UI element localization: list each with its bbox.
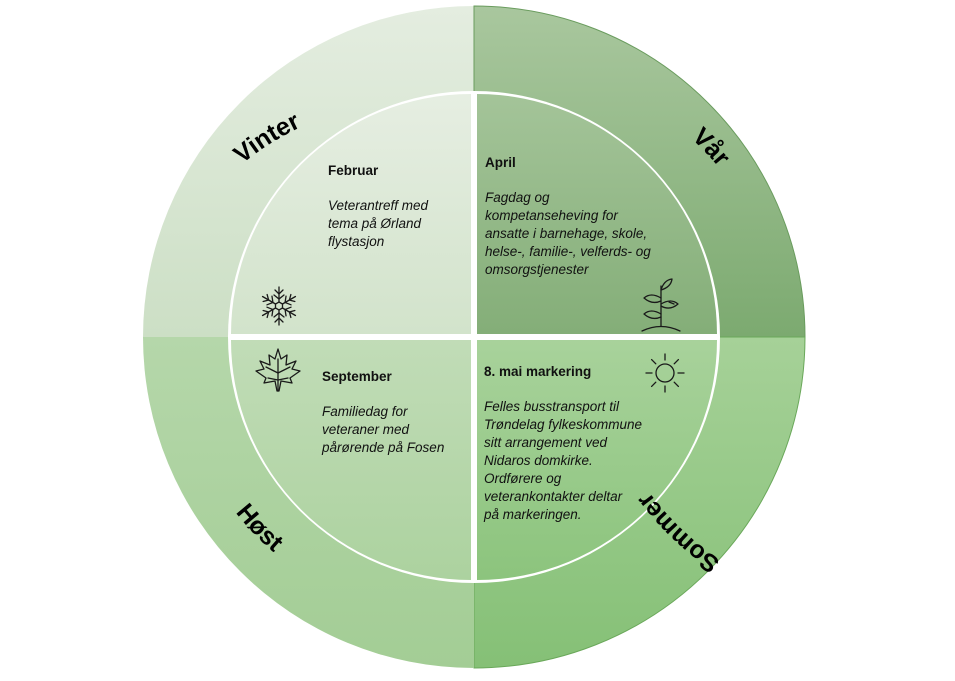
panel-summer: 8. mai markering Felles busstransport ti… — [484, 364, 684, 524]
panel-autumn: September Familiedag for veteraner med p… — [322, 369, 467, 457]
panel-winter-body: Veterantreff med tema på Ørland flystasj… — [328, 198, 429, 249]
sun-icon — [645, 353, 685, 393]
panel-winter-heading: Februar — [328, 163, 379, 178]
sprout-icon — [641, 278, 681, 332]
inner-quadrant-winter — [231, 94, 471, 334]
panel-spring: April Fagdag og kompetanseheving for ans… — [485, 155, 695, 279]
maple-leaf-icon — [255, 348, 301, 392]
panel-autumn-heading: September — [322, 369, 392, 384]
panel-winter: Februar Veterantreff med tema på Ørland … — [328, 163, 468, 251]
panel-summer-body: Felles busstransport til Trøndelag fylke… — [484, 399, 643, 522]
panel-spring-body: Fagdag og kompetanseheving for ansatte i… — [485, 190, 651, 277]
inner-quadrant-autumn — [231, 340, 471, 580]
inner-quadrant-spring — [477, 94, 717, 334]
inner-quadrant-summer — [477, 340, 717, 580]
panel-spring-heading: April — [485, 155, 516, 170]
snowflake-icon — [259, 286, 299, 326]
panel-autumn-body: Familiedag for veteraner med pårørende p… — [322, 404, 445, 455]
panel-summer-heading: 8. mai markering — [484, 364, 592, 379]
